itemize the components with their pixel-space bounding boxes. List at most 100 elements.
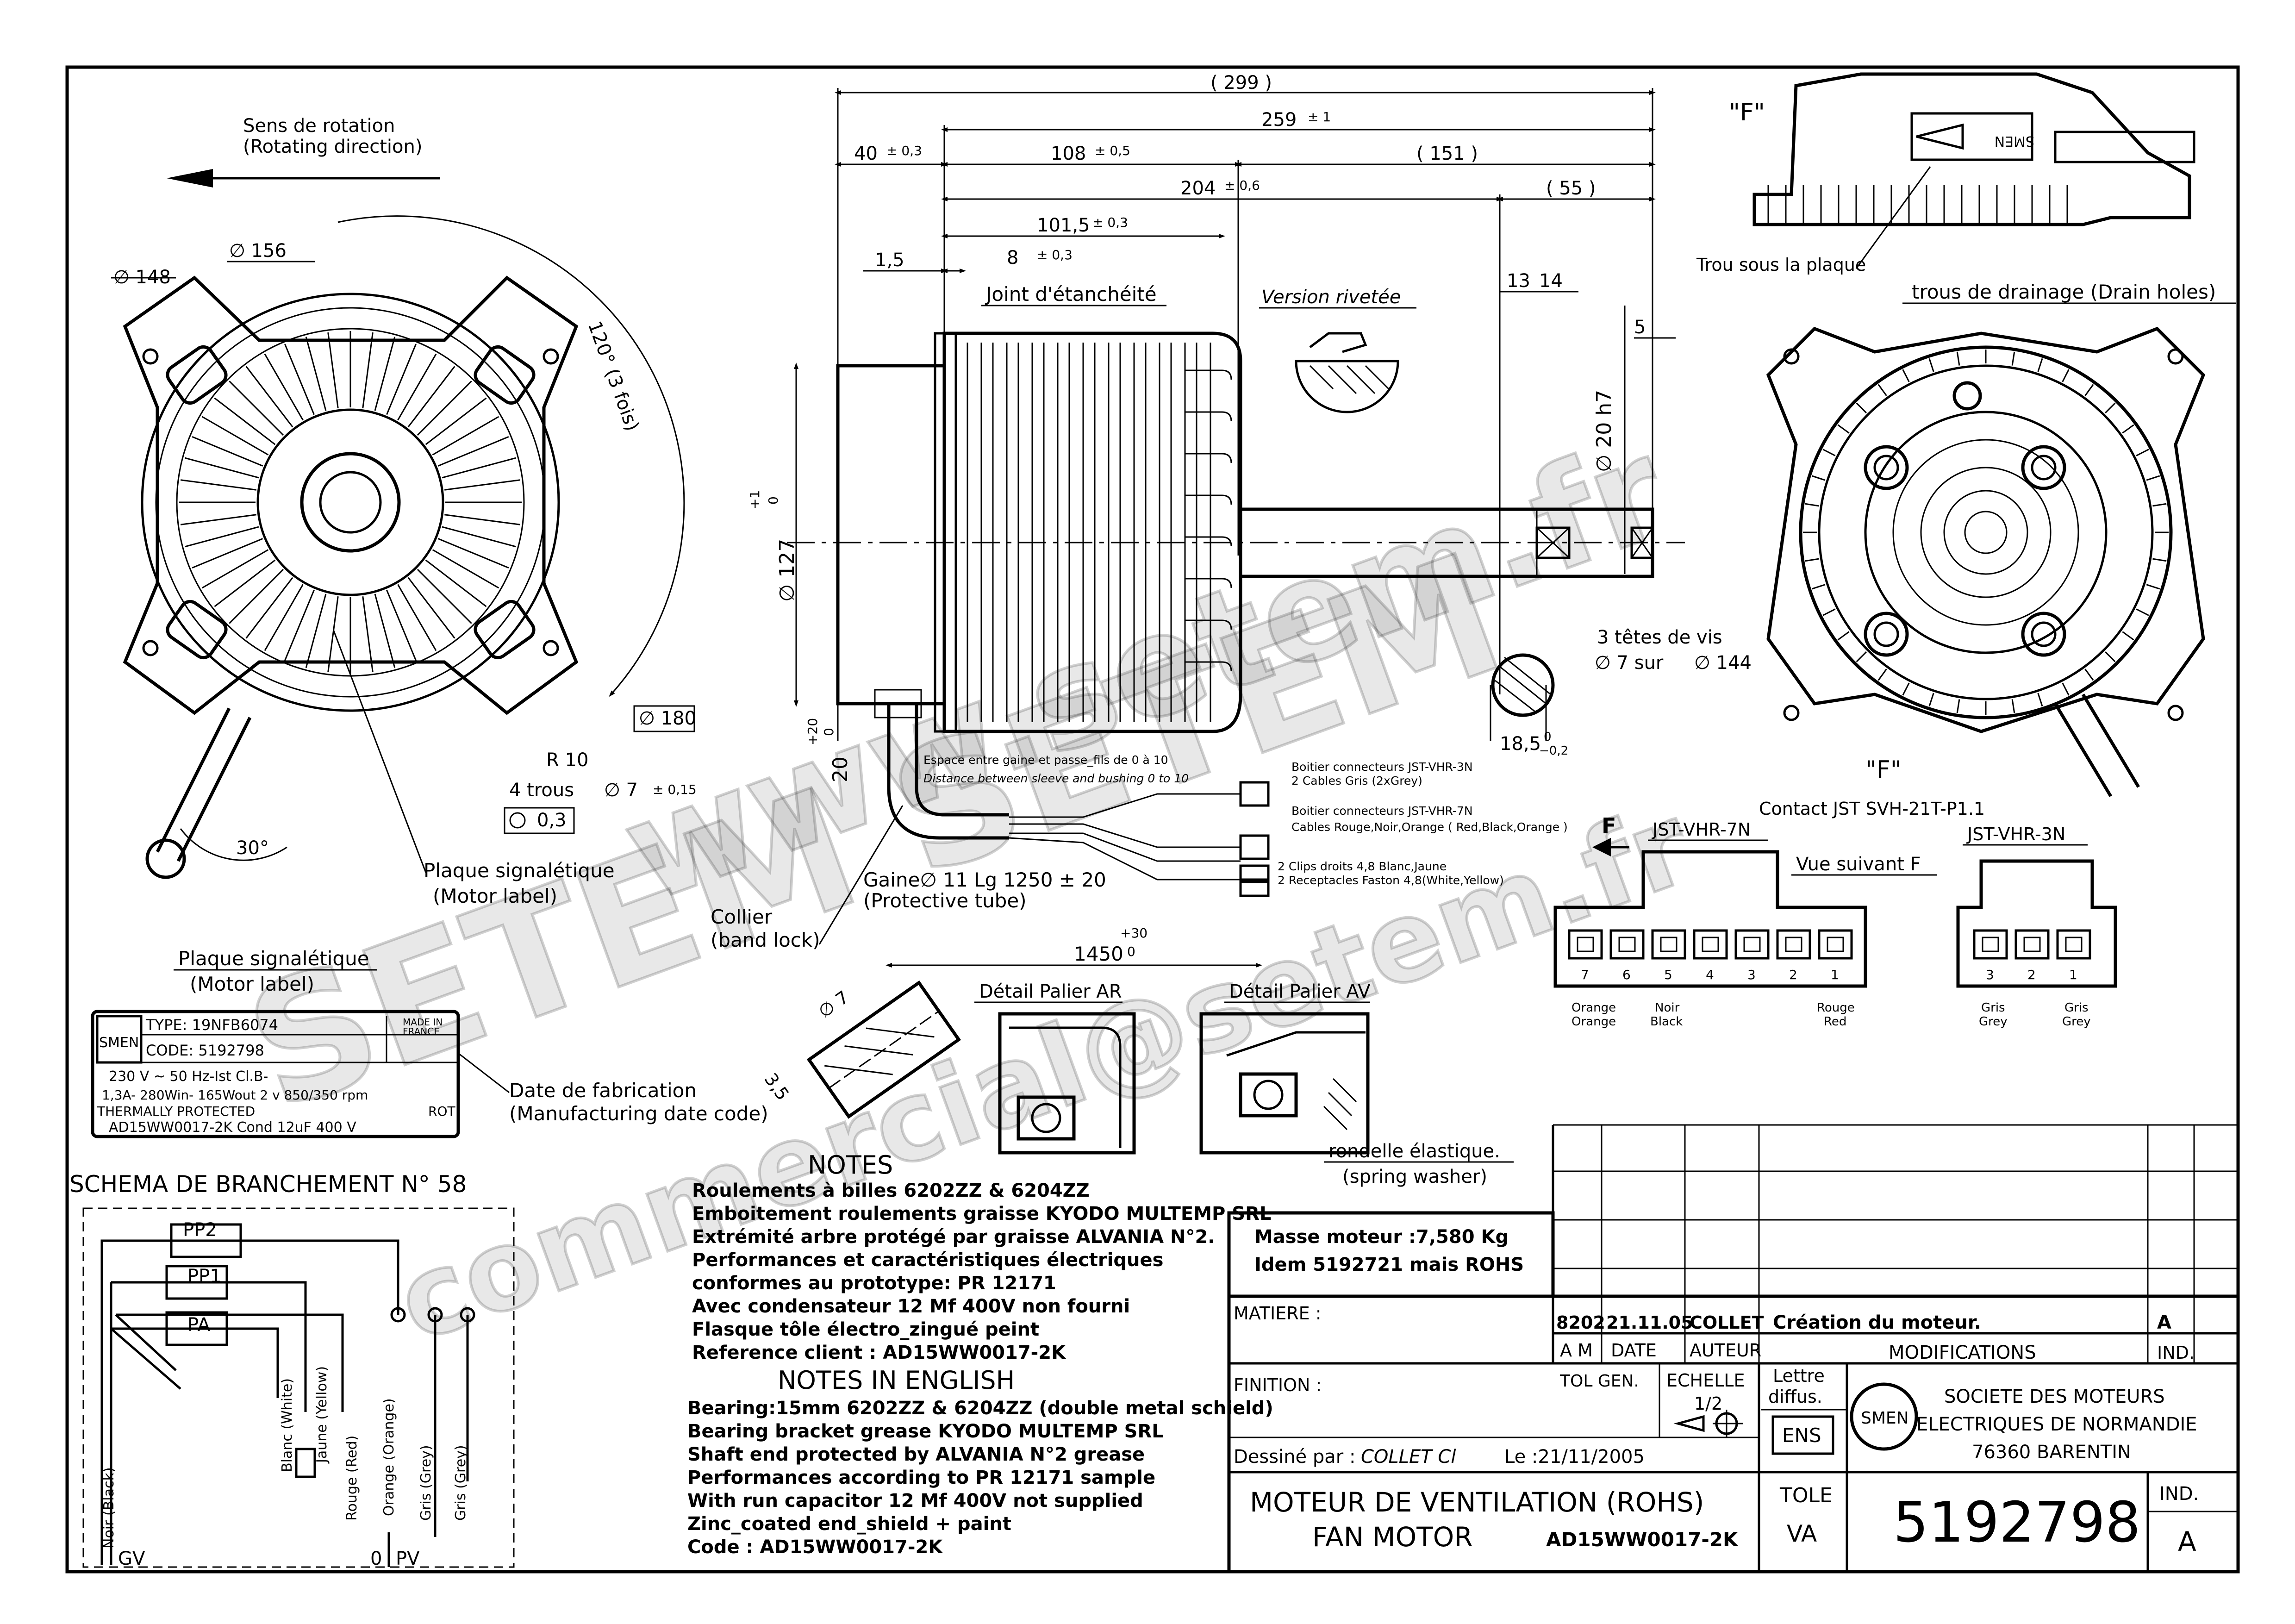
rev-date: 21.11.05 (1606, 1312, 1693, 1333)
dim-d127-tol-up: +1 (747, 490, 762, 509)
rear-fin (2152, 558, 2167, 562)
tole-label: TOLE (1779, 1484, 1833, 1507)
sheath-en: (Protective tube) (863, 889, 1027, 912)
note-fr-4: conformes au prototype: PR 12171 (692, 1273, 1056, 1294)
date-code-en: (Manufacturing date code) (509, 1102, 768, 1125)
dim-20-tol-low: 0 (821, 728, 836, 736)
dim-108: 108 (1051, 143, 1086, 164)
note-en-6: Code : AD15WW0017-2K (687, 1537, 943, 1558)
sheet-border (65, 65, 2240, 1574)
nameplate-title-en: (Motor label) (190, 973, 314, 995)
header-date: DATE (1611, 1340, 1657, 1361)
fin-line (417, 568, 472, 624)
note-en-2: Shaft end protected by ALVANIA N°2 greas… (687, 1444, 1145, 1465)
winding-pp2: PP2 (183, 1219, 217, 1241)
index-label: IND. (2159, 1483, 2199, 1505)
terminal-0: 0 (370, 1548, 382, 1569)
terminal-gv: GV (118, 1548, 145, 1569)
dim-18-5-tol-up: 0 (1544, 730, 1552, 744)
rear-fin (1956, 699, 1960, 713)
connector-note-2a: Boitier connecteurs JST-VHR-7N (1291, 804, 1473, 818)
rib-line (1043, 343, 1059, 722)
fin-line (442, 457, 516, 479)
pin-cell (2014, 929, 2050, 960)
rear-fin (1856, 402, 1867, 413)
nameplate-rot: ROT (428, 1104, 455, 1119)
nameplate-line2: 1,3A- 280Win- 165Wout 2 v 850/350 rpm (102, 1087, 368, 1103)
fin-line (374, 337, 396, 411)
pin-number: 1 (2069, 967, 2077, 982)
view-arrow-f: F (1602, 813, 1616, 838)
note-fr-3: Performances et caractéristiques électri… (692, 1249, 1163, 1271)
pin-number: 5 (1664, 967, 1672, 982)
rear-fin (1928, 358, 1934, 372)
dim-101: 101,5 (1037, 215, 1090, 236)
pin-cell (1609, 929, 1645, 960)
pin-cell (1776, 929, 1811, 960)
rear-fin (1877, 384, 1887, 396)
company-line-1: SOCIETE DES MOTEURS (1944, 1386, 2165, 1407)
fin-line (417, 381, 472, 436)
holes-label: 4 trous (509, 780, 574, 801)
wire-red: Rouge (Red) (344, 1436, 360, 1521)
rear-fin (2062, 369, 2070, 382)
nameplate-logo: SMEN (99, 1035, 139, 1051)
winding-pp1: PP1 (187, 1266, 222, 1287)
tole-value: VA (1787, 1520, 1817, 1547)
dim-299: ( 299 ) (1210, 72, 1272, 94)
wiring-diagram: SCHEMA DE BRANCHEMENT N° 58 PP2 PP1 PA G… (69, 1171, 515, 1569)
connector7-label-black-1: Noir (1655, 1001, 1680, 1015)
fin-line (264, 584, 304, 651)
notes: NOTES Roulements à billes 6202ZZ & 6204Z… (687, 1150, 1273, 1558)
company-line-3: 76360 BARENTIN (1972, 1442, 2131, 1463)
pin-contact (1785, 937, 1802, 952)
view-f-label: "F" (1729, 99, 1765, 126)
note-fr-7: Reference client : AD15WW0017-2K (692, 1342, 1066, 1363)
drain-holes-label: trous de drainage (Drain holes) (1912, 281, 2216, 303)
rib-step (1185, 453, 1232, 463)
pin-cell (1568, 929, 1603, 960)
rotation-label-fr: Sens de rotation (243, 115, 395, 137)
fin-line (386, 589, 417, 661)
rib-line (1170, 343, 1186, 722)
dim-18-5: 18,5 (1500, 733, 1541, 755)
connector3-name: JST-VHR-3N (1966, 824, 2065, 844)
fin-line (192, 538, 263, 568)
rib-line (1119, 343, 1135, 722)
dim-259-tol: ± 1 (1308, 109, 1331, 125)
sheath-fr: Gaine∅ 11 Lg 1250 ± 20 (863, 868, 1106, 891)
pin-contact (1618, 937, 1636, 952)
dim-d180: ∅ 180 (639, 708, 696, 729)
screws-label-2b: ∅ 144 (1694, 652, 1752, 674)
fin-line (444, 479, 521, 491)
nameplate-section: Plaque signalétique (Motor label) SMEN T… (91, 947, 768, 1138)
pin-cell (1818, 929, 1853, 960)
dim-55: ( 55 ) (1546, 178, 1596, 199)
rear-fin (1956, 351, 1960, 366)
rear-fin (1805, 558, 1819, 562)
rear-fin (2084, 668, 2094, 681)
echelle-label: ECHELLE (1666, 1370, 1745, 1391)
riveted-label: Version rivetée (1261, 287, 1401, 308)
fin-line (245, 366, 293, 428)
cable-length: 1450 (1074, 943, 1123, 965)
rib-line (992, 343, 1008, 722)
fin-line (305, 593, 327, 668)
motor-label-callout-en: (Motor label) (433, 885, 557, 907)
wire-black: Noir (Black) (101, 1467, 117, 1549)
fin-line (284, 589, 315, 661)
nameplate-code: CODE: 5192798 (146, 1042, 264, 1059)
dim-d127: ∅ 127 (775, 539, 799, 602)
lettre-label: Lettre (1773, 1366, 1825, 1386)
pin-cell (2056, 929, 2091, 960)
holes-diameter: ∅ 7 (604, 780, 638, 801)
date-code-fr: Date de fabrication (509, 1079, 697, 1102)
connector7-label-black-2: Black (1650, 1015, 1683, 1029)
rear-fin (2122, 424, 2134, 434)
rear-fin (1822, 449, 1836, 456)
fin-line (362, 596, 374, 673)
terminal-pv: PV (396, 1548, 420, 1569)
detail-ar-label: Détail Palier AR (979, 981, 1122, 1002)
note-fr-1: Emboitement roulements graisse KYODO MUL… (692, 1203, 1271, 1224)
